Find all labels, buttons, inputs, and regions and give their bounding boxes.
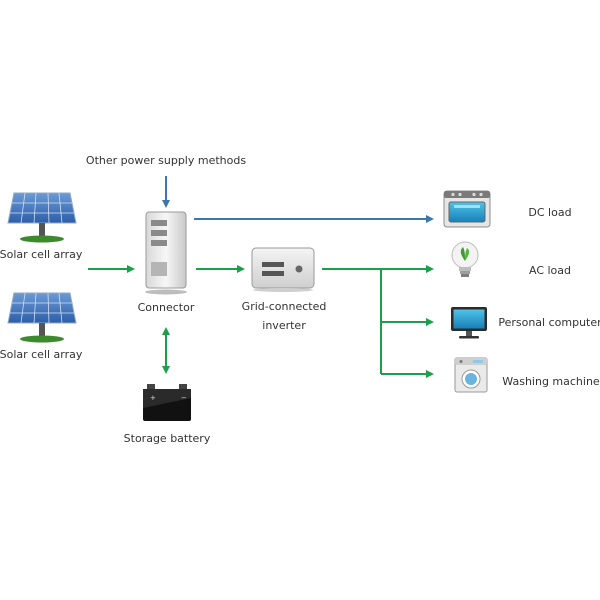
solar-panel-icon (7, 292, 77, 343)
battery-label: Storage battery (124, 432, 211, 445)
server-tower-icon (145, 211, 187, 295)
car-battery-icon: + − (143, 384, 191, 421)
ac-load-label: AC load (529, 264, 571, 277)
svg-text:−: − (181, 394, 187, 402)
light-bulb-icon (451, 241, 479, 277)
washer-label: Washing machine (502, 375, 600, 388)
inverter-label-line2: inverter (262, 319, 306, 332)
washing-machine-icon (454, 357, 488, 393)
inverter-box-icon (251, 247, 315, 292)
inverter-label-line1: Grid-connected (242, 300, 327, 313)
solar-array-label-2: Solar cell array (0, 348, 83, 361)
monitor-icon (451, 307, 487, 339)
connector-label: Connector (138, 301, 195, 314)
dc-load-label: DC load (528, 206, 571, 219)
pc-label: Personal computer (498, 316, 600, 329)
oven-icon (443, 190, 491, 228)
solar-array-label-1: Solar cell array (0, 248, 83, 261)
solar-panel-icon (7, 192, 77, 243)
other-power-label: Other power supply methods (86, 154, 246, 167)
connector-bend-hidden (88, 269, 110, 358)
svg-text:+: + (150, 394, 156, 402)
